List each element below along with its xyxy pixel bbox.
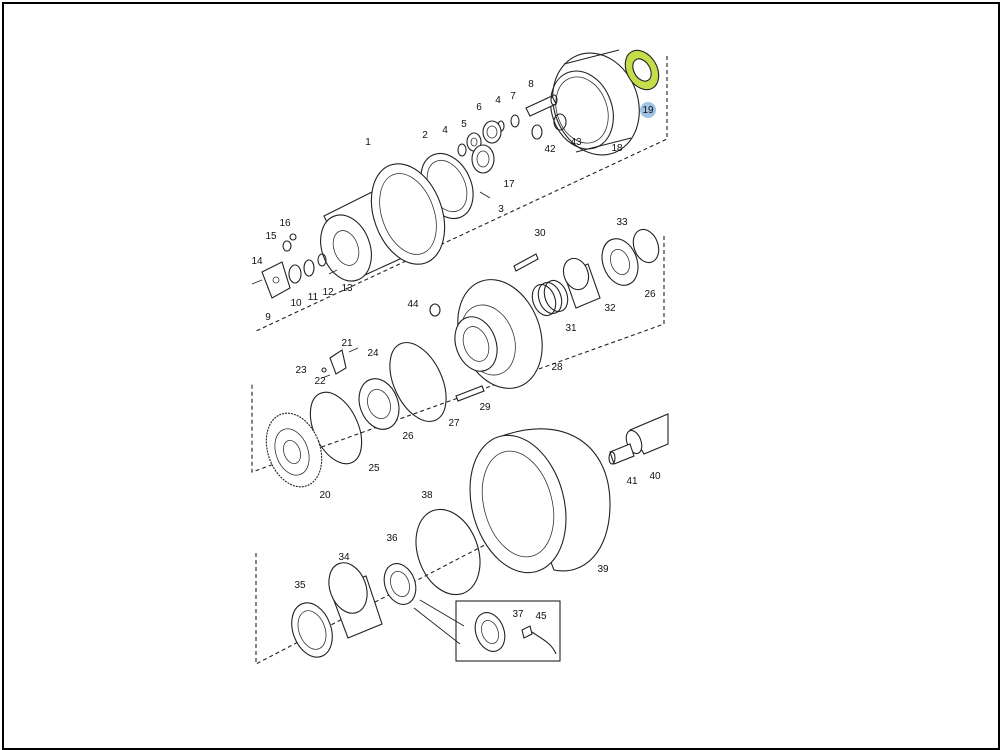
callout-3[interactable]: 3 [498, 204, 504, 215]
part-39-brake-drum[interactable] [455, 424, 611, 583]
callout-12[interactable]: 12 [322, 287, 334, 298]
part-11-washer[interactable] [303, 259, 315, 277]
callout-14[interactable]: 14 [251, 256, 263, 267]
part-4-washer-lower[interactable] [457, 143, 467, 157]
callout-41[interactable]: 41 [626, 476, 638, 487]
part-38-dust-shield[interactable] [405, 500, 491, 603]
part-41-shaft-spline[interactable] [608, 443, 635, 465]
callout-17[interactable]: 17 [503, 179, 515, 190]
part-8-pin[interactable] [525, 94, 558, 117]
part-37-seal-with-sensor[interactable] [470, 608, 510, 655]
callout-36[interactable]: 36 [386, 533, 398, 544]
callout-25[interactable]: 25 [368, 463, 380, 474]
callout-10[interactable]: 10 [290, 298, 302, 309]
part-22-screw[interactable] [321, 374, 331, 379]
part-23-washer[interactable] [321, 367, 327, 373]
callout-37[interactable]: 37 [512, 609, 524, 620]
part-14-bolt[interactable] [251, 279, 263, 285]
callout-1[interactable]: 1 [365, 137, 371, 148]
part-31-spacer-rings[interactable] [528, 277, 572, 319]
part-6-planet-gear[interactable] [482, 120, 502, 144]
callout-43[interactable]: 43 [570, 137, 582, 148]
callout-21[interactable]: 21 [341, 338, 353, 349]
part-36-oil-seal[interactable] [379, 559, 422, 609]
callout-24[interactable]: 24 [367, 348, 379, 359]
callout-44[interactable]: 44 [407, 299, 419, 310]
part-26-bearing-upper[interactable] [596, 234, 644, 291]
selected-callout-bubble [640, 102, 656, 118]
part-29-bolt[interactable] [455, 385, 485, 402]
callout-15[interactable]: 15 [265, 231, 277, 242]
callout-39[interactable]: 39 [597, 564, 609, 575]
part-28-wheel-hub[interactable] [443, 268, 556, 401]
callout-4[interactable]: 4 [442, 125, 448, 136]
part-1-housing[interactable] [312, 154, 458, 289]
callout-9[interactable]: 9 [265, 312, 271, 323]
callout-45[interactable]: 45 [535, 611, 547, 622]
part-45-sensor[interactable] [521, 625, 557, 655]
part-27-o-ring[interactable] [378, 334, 457, 430]
callout-5[interactable]: 5 [461, 119, 467, 130]
part-20-sun-gear-carrier[interactable] [257, 405, 332, 494]
callout-26[interactable]: 26 [402, 431, 414, 442]
detail-inset-box [455, 600, 561, 662]
part-35-bearing-cup[interactable] [285, 597, 340, 663]
part-16-plug[interactable] [289, 233, 297, 241]
callout-42[interactable]: 42 [544, 144, 556, 155]
callout-11[interactable]: 11 [308, 292, 319, 303]
exploded-parts-diagram: 1234456789101112131415161718192021222324… [251, 44, 669, 665]
group-outline-bottom [255, 483, 603, 665]
part-17-planet-gear[interactable] [471, 144, 495, 174]
callout-16[interactable]: 16 [279, 218, 291, 229]
part-34-bearing-cone[interactable] [322, 557, 383, 639]
callout-22[interactable]: 22 [314, 376, 326, 387]
part-44-nut[interactable] [429, 303, 441, 317]
callout-7[interactable]: 7 [510, 91, 516, 102]
group-outline-middle [251, 236, 665, 473]
callout-30[interactable]: 30 [534, 228, 546, 239]
part-21-bracket[interactable] [329, 349, 347, 375]
callout-23[interactable]: 23 [295, 365, 307, 376]
callout-32[interactable]: 32 [604, 303, 616, 314]
callout-18[interactable]: 18 [611, 143, 623, 154]
part-42-snap-ring[interactable] [531, 124, 543, 140]
part-3-screw[interactable] [479, 191, 491, 199]
part-10-o-ring[interactable] [288, 264, 302, 284]
callout-4[interactable]: 4 [495, 95, 501, 106]
part-26-bearing-lower[interactable] [352, 373, 405, 435]
callout-31[interactable]: 31 [565, 323, 577, 334]
callout-2[interactable]: 2 [422, 130, 428, 141]
callout-29[interactable]: 29 [479, 402, 491, 413]
part-24-screw[interactable] [348, 347, 359, 353]
part-7-washer[interactable] [510, 114, 520, 128]
group-outline-top [253, 56, 668, 333]
callout-28[interactable]: 28 [551, 362, 563, 373]
callout-27[interactable]: 27 [448, 418, 460, 429]
part-19-thrust-washer[interactable] [619, 44, 666, 95]
callout-26[interactable]: 26 [644, 289, 656, 300]
part-9-cover[interactable] [261, 261, 291, 299]
part-15-seal[interactable] [282, 240, 292, 252]
part-33-snap-ring[interactable] [629, 226, 663, 266]
part-32-sleeve[interactable] [559, 255, 601, 309]
part-13-o-ring[interactable] [317, 253, 327, 267]
callout-33[interactable]: 33 [616, 217, 628, 228]
detail-inset-pointers [413, 599, 465, 645]
callout-34[interactable]: 34 [338, 552, 350, 563]
callout-40[interactable]: 40 [649, 471, 661, 482]
callout-19[interactable]: 19 [642, 105, 654, 116]
callout-6[interactable]: 6 [476, 102, 482, 113]
callout-13[interactable]: 13 [341, 283, 353, 294]
part-43-snap-ring[interactable] [553, 113, 567, 131]
part-30-stud[interactable] [513, 253, 539, 272]
callout-20[interactable]: 20 [319, 490, 331, 501]
part-12-screw[interactable] [328, 269, 338, 275]
callout-8[interactable]: 8 [528, 79, 534, 90]
callout-38[interactable]: 38 [421, 490, 433, 501]
callout-35[interactable]: 35 [294, 580, 306, 591]
